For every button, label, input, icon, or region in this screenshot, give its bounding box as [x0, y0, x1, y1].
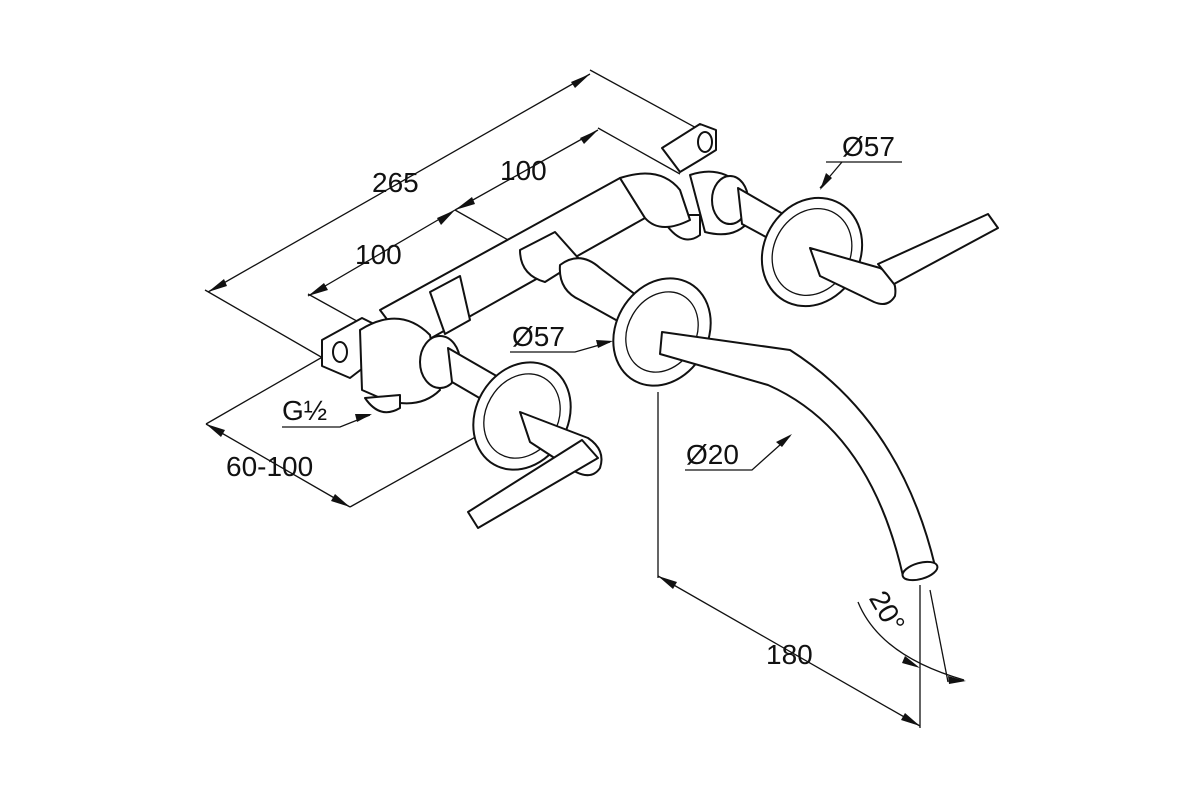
spout-outlet	[901, 560, 939, 582]
right-elbow	[619, 172, 691, 228]
label-valve-spacing-right: 100	[500, 155, 547, 186]
dimension-line-100-left	[307, 209, 456, 297]
left-handle-lever	[467, 439, 599, 529]
dimension-lines	[204, 69, 966, 728]
right-handle-lever	[877, 213, 999, 285]
right-bracket-hole	[697, 131, 713, 153]
arrow-angle-left	[902, 656, 920, 668]
label-spout-diameter: Ø20	[686, 439, 739, 470]
arrow-angle-right	[948, 676, 966, 684]
left-bracket-hole	[332, 341, 348, 363]
angle-leg-20	[929, 589, 949, 683]
dimension-line-60-100	[205, 423, 351, 508]
dimension-line-100-right	[454, 129, 599, 211]
arrow-thread	[355, 414, 372, 422]
label-spout-projection: 180	[766, 639, 813, 670]
arrow-100-left-right	[437, 210, 455, 225]
arrow-265-right	[571, 74, 590, 88]
arrow-100-left-left	[308, 283, 328, 296]
mixer-body	[321, 123, 999, 582]
leader-d20	[685, 435, 791, 471]
dimension-line-180	[657, 575, 921, 727]
label-rosette-diameter-center: Ø57	[512, 321, 565, 352]
extension-line-265-right	[589, 69, 701, 131]
arrow-d20	[776, 434, 792, 447]
label-valve-spacing-left: 100	[355, 239, 402, 270]
extension-line-265-left	[204, 289, 336, 366]
label-spout-angle: 20°	[863, 585, 911, 637]
arrow-265-left	[208, 279, 227, 292]
dimension-line-265	[207, 73, 591, 293]
arrow-100-right-right	[580, 130, 598, 144]
label-installation-depth: 60-100	[226, 451, 313, 482]
arrow-60-100-front	[331, 494, 350, 507]
label-overall-width: 265	[372, 167, 419, 198]
angle-arc-20	[857, 601, 965, 681]
arrow-60-100-back	[206, 424, 225, 437]
arrow-d57-right	[820, 173, 832, 190]
extension-line-100-right	[597, 127, 681, 175]
arrow-100-right-left	[455, 197, 475, 210]
extension-line-60-100-front	[349, 429, 489, 508]
left-elbow-bottom	[364, 394, 401, 414]
pipe-coupling-left	[429, 275, 471, 335]
arrow-180-left	[658, 576, 677, 589]
arrow-180-right	[901, 713, 920, 726]
label-connection-thread: G½	[282, 395, 327, 426]
arrow-d57-center	[596, 340, 613, 348]
label-rosette-diameter-right: Ø57	[842, 131, 895, 162]
